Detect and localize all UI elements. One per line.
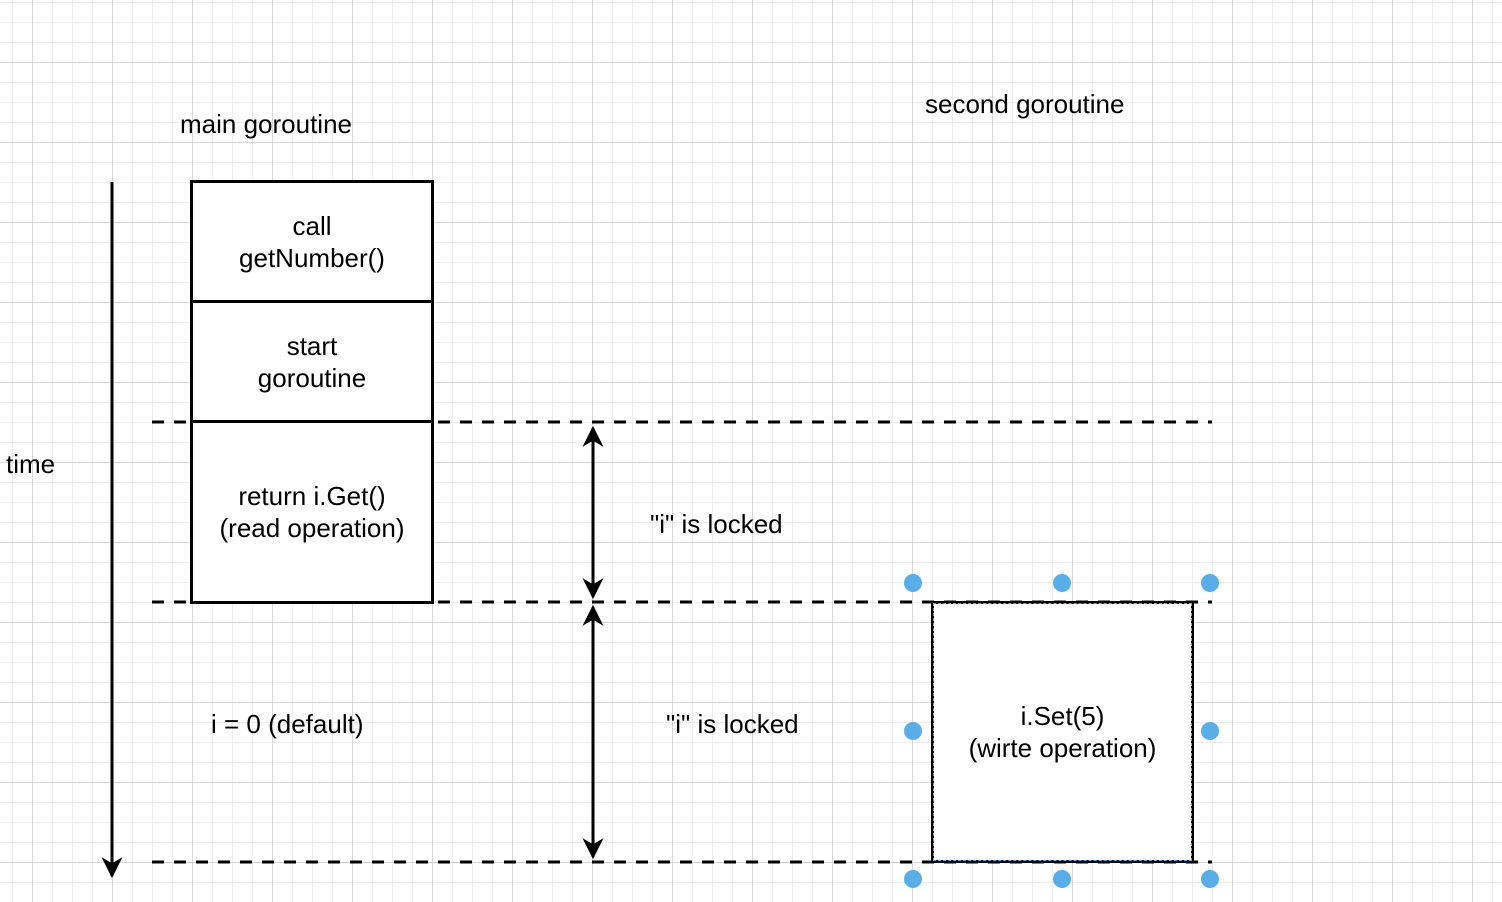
resize-handle-bottom[interactable] [1053, 870, 1071, 888]
resize-handle-top[interactable] [1053, 574, 1071, 592]
second-step-label: i.Set(5) (wirte operation) [968, 701, 1157, 763]
second-step-set[interactable]: i.Set(5) (wirte operation) [931, 601, 1194, 863]
main-step-label: call getNumber() [239, 211, 385, 273]
main-step-start-goroutine[interactable]: start goroutine [190, 300, 434, 424]
default-value-label: i = 0 (default) [211, 709, 364, 739]
second-goroutine-label: second goroutine [925, 89, 1125, 119]
main-step-call-getnumber[interactable]: call getNumber() [190, 180, 434, 304]
resize-handle-right[interactable] [1201, 722, 1219, 740]
time-axis-label: time [6, 449, 56, 479]
locked-label-1: "i" is locked [650, 509, 783, 539]
main-goroutine-label: main goroutine [180, 109, 352, 139]
main-step-return-get[interactable]: return i.Get() (read operation) [190, 420, 434, 604]
locked-label-2: "i" is locked [666, 709, 799, 739]
resize-handle-top-left[interactable] [904, 574, 922, 592]
resize-handle-left[interactable] [904, 722, 922, 740]
resize-handle-bottom-right[interactable] [1201, 870, 1219, 888]
resize-handle-top-right[interactable] [1201, 574, 1219, 592]
main-step-label: return i.Get() (read operation) [219, 481, 405, 543]
main-step-label: start goroutine [257, 331, 367, 393]
resize-handle-bottom-left[interactable] [904, 870, 922, 888]
